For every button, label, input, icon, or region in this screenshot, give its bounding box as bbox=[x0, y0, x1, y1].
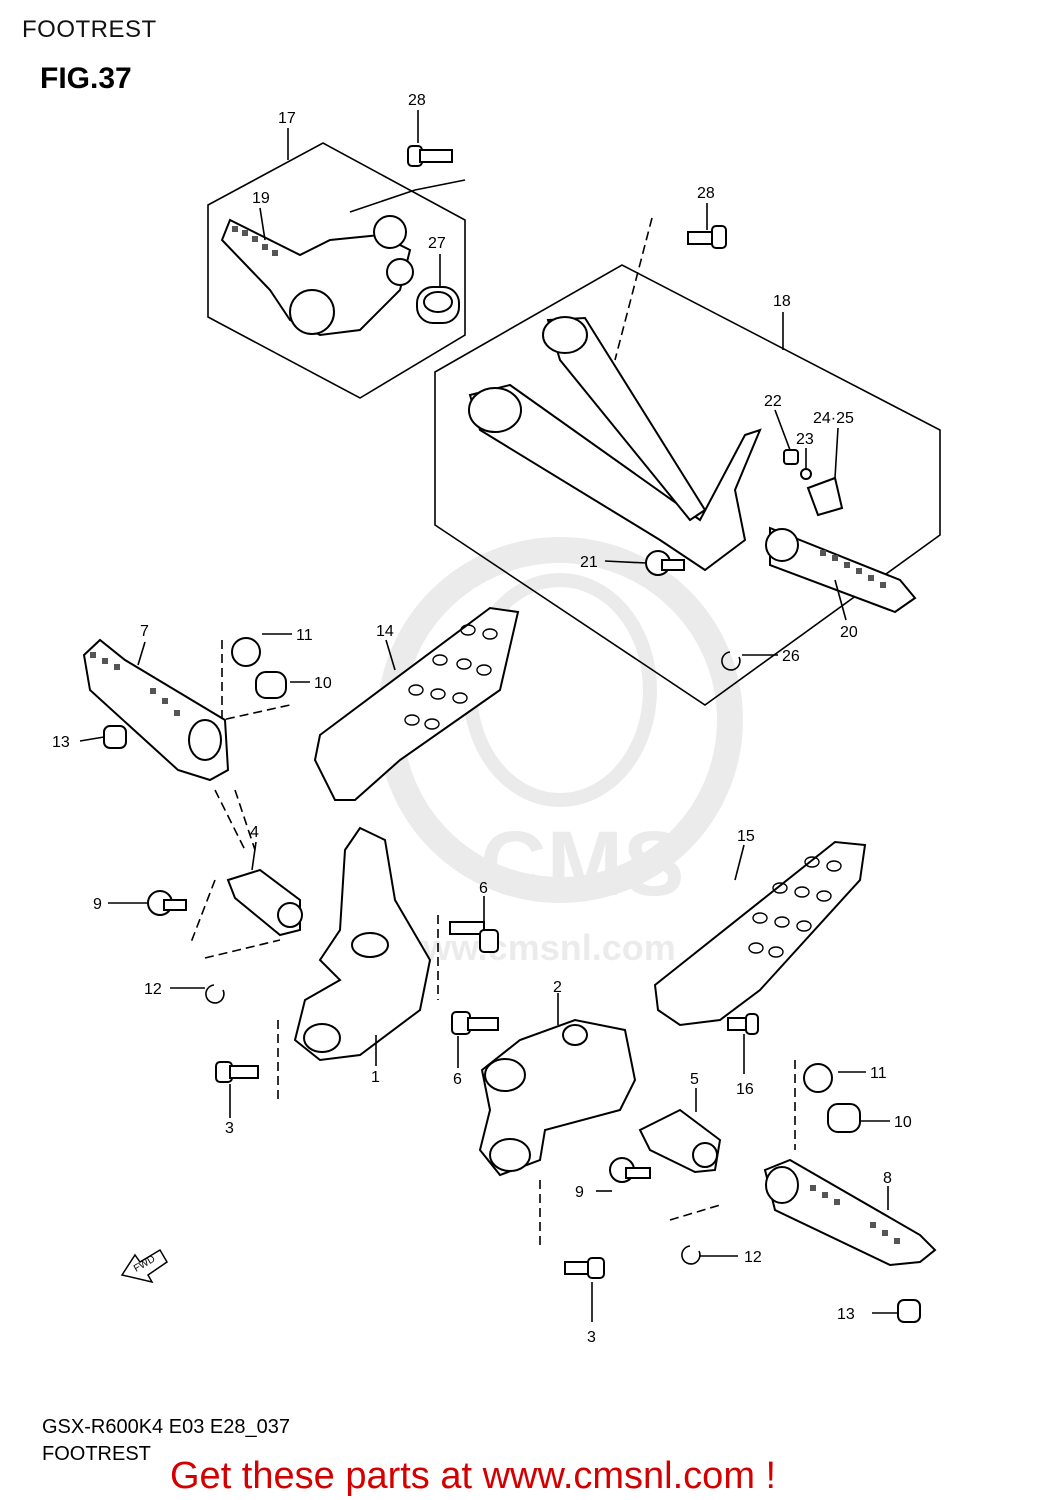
part-3-bolt-left bbox=[215, 1061, 259, 1083]
part-24-25-plate bbox=[806, 476, 844, 517]
callout-labels: 1 2 3 3 4 5 6 6 7 8 9 9 10 10 11 11 12 1… bbox=[52, 92, 912, 1346]
part-28-bolt-upper bbox=[407, 145, 453, 167]
part-13-rubber-left bbox=[103, 725, 127, 749]
cta-link-text[interactable]: Get these parts at www.cmsnl.com ! bbox=[170, 1455, 777, 1497]
page-header-title: FOOTREST bbox=[22, 16, 157, 43]
part-9-pin-left bbox=[147, 890, 187, 916]
callout-17: 17 bbox=[278, 110, 296, 127]
callout-28-upper: 28 bbox=[408, 92, 426, 109]
callout-23: 23 bbox=[796, 431, 814, 448]
callout-5: 5 bbox=[690, 1071, 699, 1088]
part-15-heel-plate-right bbox=[653, 840, 867, 1027]
part-1-main-bracket bbox=[293, 826, 432, 1062]
watermark-text: CMS bbox=[480, 813, 684, 915]
part-6-bolt-upper bbox=[449, 921, 499, 953]
watermark-url: www.cmsnl.com bbox=[394, 927, 676, 968]
callout-13-left: 13 bbox=[52, 734, 70, 751]
callout-10-right: 10 bbox=[894, 1114, 912, 1131]
callout-14: 14 bbox=[376, 623, 394, 640]
part-3-bolt-right bbox=[564, 1257, 605, 1279]
part-8-front-peg-right bbox=[763, 1158, 937, 1267]
part-11-spring-right bbox=[803, 1063, 833, 1093]
part-18-footrest-bracket bbox=[468, 316, 762, 572]
part-4-peg-pivot bbox=[226, 868, 303, 937]
leader-lines bbox=[79, 110, 898, 1322]
callout-19: 19 bbox=[252, 190, 270, 207]
callout-3-right: 3 bbox=[587, 1329, 596, 1346]
callout-28-right: 28 bbox=[697, 185, 715, 202]
part-10-collar-right bbox=[827, 1103, 861, 1133]
part-20-rear-peg bbox=[765, 526, 917, 614]
part-16-bolt bbox=[727, 1013, 759, 1035]
footer-model-code: GSX-R600K4 E03 E28_037 bbox=[42, 1416, 290, 1438]
fwd-arrow-icon: FWD bbox=[120, 1248, 168, 1284]
callout-10-left: 10 bbox=[314, 675, 332, 692]
part-13-rubber-right bbox=[897, 1299, 921, 1323]
part-23-ball bbox=[800, 468, 812, 480]
part-14-heel-plate-left bbox=[313, 606, 520, 801]
callout-21: 21 bbox=[580, 554, 598, 571]
watermark-logo: CMS www.cmsnl.com bbox=[377, 537, 743, 968]
part-11-spring-left bbox=[231, 637, 261, 667]
callout-20: 20 bbox=[840, 624, 858, 641]
callout-15: 15 bbox=[737, 828, 755, 845]
callout-6-upper: 6 bbox=[479, 880, 488, 897]
part-2-main-bracket-right bbox=[478, 1018, 637, 1177]
callout-9-left: 9 bbox=[93, 896, 102, 913]
callout-27: 27 bbox=[428, 235, 446, 252]
part-12-clip-left bbox=[205, 984, 225, 1004]
callout-12-left: 12 bbox=[144, 981, 162, 998]
callout-9-right: 9 bbox=[575, 1184, 584, 1201]
callout-16: 16 bbox=[736, 1081, 754, 1098]
part-6-bolt-lower bbox=[451, 1011, 499, 1035]
footer-section-name: FOOTREST bbox=[42, 1443, 151, 1465]
part-7-front-peg-left bbox=[82, 638, 230, 782]
part-12-clip-right bbox=[681, 1245, 701, 1265]
kit-box-17 bbox=[207, 142, 466, 399]
callout-11-left: 11 bbox=[296, 627, 313, 644]
part-9-pin-right bbox=[609, 1157, 651, 1183]
callout-7: 7 bbox=[140, 623, 149, 640]
callout-8: 8 bbox=[883, 1170, 892, 1187]
callout-6-lower: 6 bbox=[453, 1071, 462, 1088]
callout-11-right: 11 bbox=[870, 1065, 887, 1082]
part-5-peg-pivot-right bbox=[638, 1108, 722, 1174]
callout-24-25: 24·25 bbox=[813, 410, 854, 427]
callout-18: 18 bbox=[773, 293, 791, 310]
callout-1: 1 bbox=[371, 1069, 380, 1086]
part-28-bolt-right bbox=[687, 225, 727, 249]
part-10-collar-left bbox=[255, 671, 287, 699]
callout-2: 2 bbox=[553, 979, 562, 996]
callout-13-right: 13 bbox=[837, 1306, 855, 1323]
part-22-spring bbox=[783, 449, 799, 465]
part-26-clip bbox=[721, 651, 741, 671]
callout-3-left: 3 bbox=[225, 1120, 234, 1137]
callout-12-right: 12 bbox=[744, 1249, 762, 1266]
figure-title: FIG.37 bbox=[40, 62, 132, 95]
callout-26: 26 bbox=[782, 648, 800, 665]
part-19-rear-footrest-bracket bbox=[220, 215, 414, 337]
part-27-bushing bbox=[416, 286, 460, 324]
kit-box-18 bbox=[434, 264, 941, 706]
callout-4: 4 bbox=[250, 824, 259, 841]
callout-22: 22 bbox=[764, 393, 782, 410]
part-21-pin bbox=[645, 550, 685, 576]
